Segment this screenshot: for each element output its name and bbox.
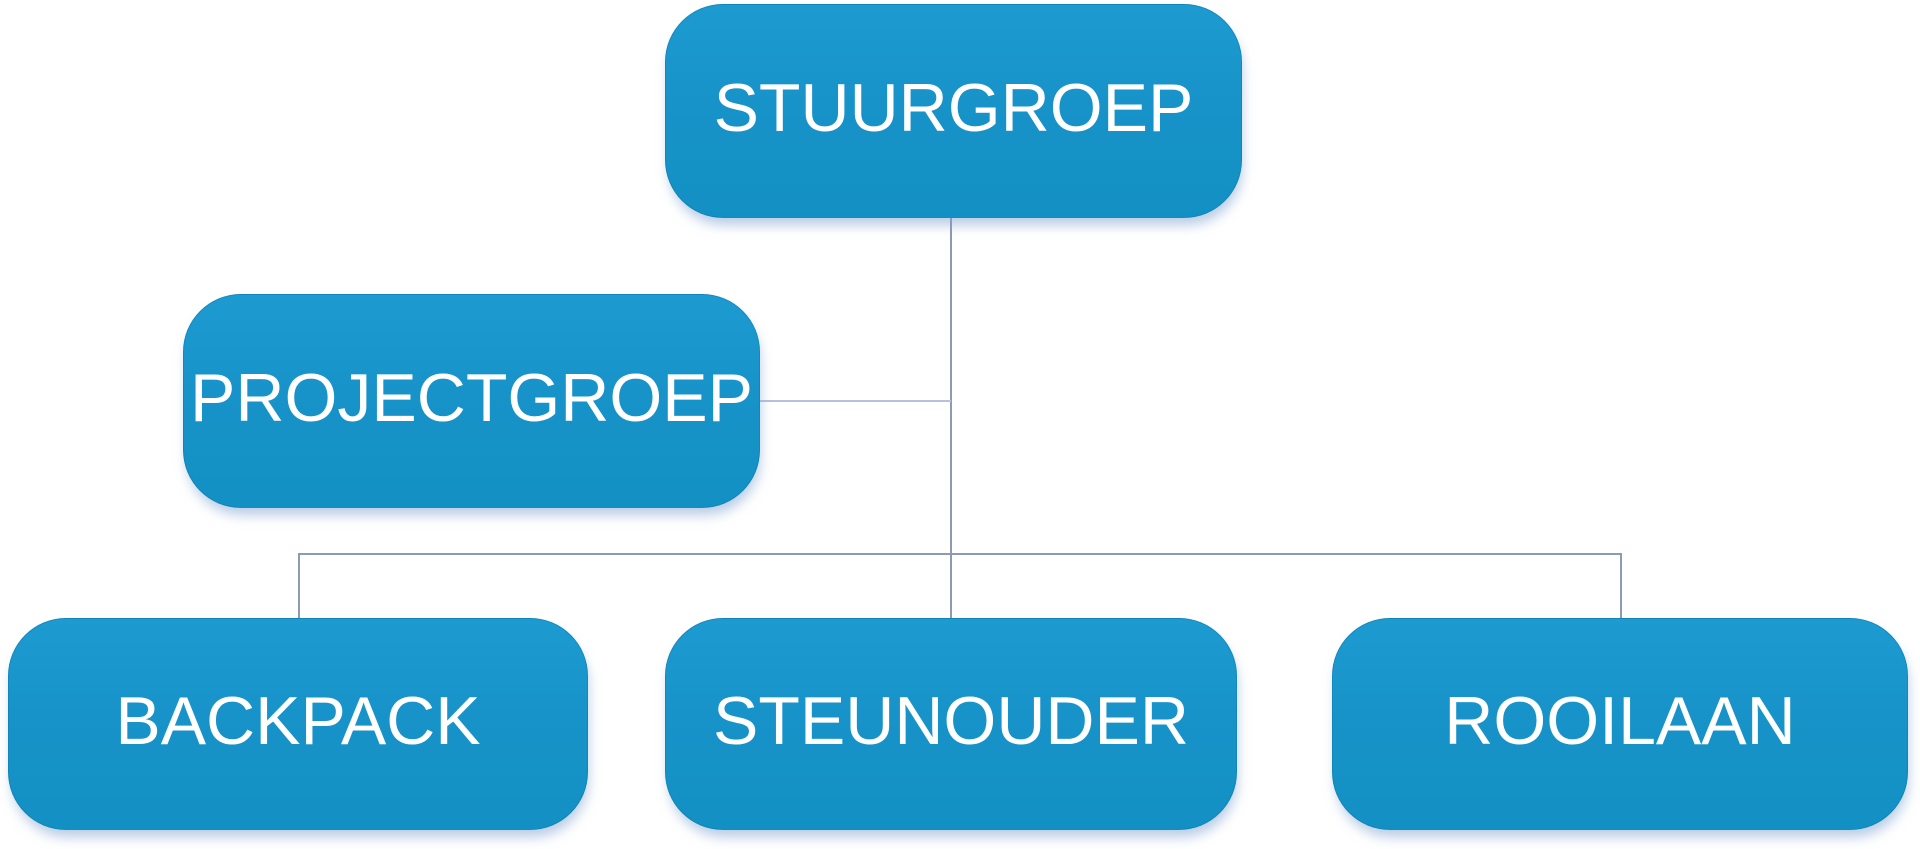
node-stuurgroep-label: STUURGROEP [713, 70, 1194, 146]
connector-drop-rooilaan [1620, 553, 1622, 620]
connector-stuurgroep-trunk [950, 218, 952, 620]
node-projectgroep: PROJECTGROEP [183, 294, 760, 508]
connector-children-crossbar [298, 553, 1622, 555]
node-backpack: BACKPACK [8, 618, 588, 830]
connector-drop-backpack [298, 553, 300, 620]
node-rooilaan: ROOILAAN [1332, 618, 1908, 830]
connector-projectgroep [760, 400, 951, 402]
node-backpack-label: BACKPACK [115, 683, 481, 759]
node-steunouder: STEUNOUDER [665, 618, 1237, 830]
node-rooilaan-label: ROOILAAN [1444, 683, 1796, 759]
node-projectgroep-label: PROJECTGROEP [190, 360, 753, 436]
node-steunouder-label: STEUNOUDER [712, 683, 1190, 759]
node-stuurgroep: STUURGROEP [665, 4, 1242, 218]
